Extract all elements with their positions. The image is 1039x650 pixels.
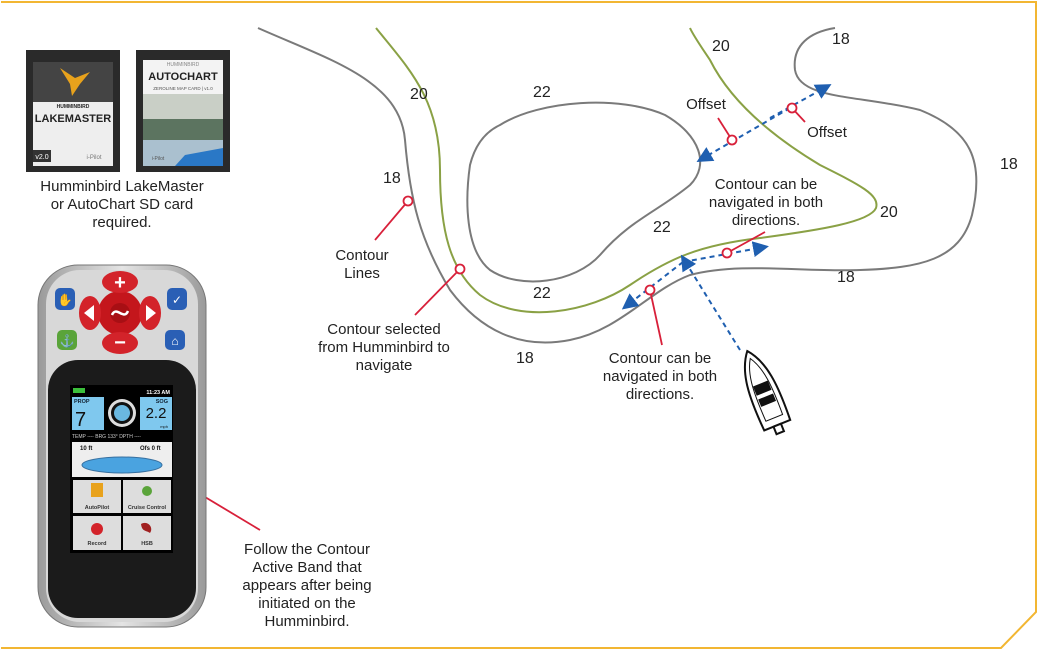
hsb-button[interactable] xyxy=(123,516,171,550)
arrow-offset-right xyxy=(769,84,832,119)
plus-button[interactable] xyxy=(102,271,138,293)
humminbird-remote: + − ✋ ✓ ⚓ ⌂ 11:23 AM PROP 7 SOG 2.2 mph … xyxy=(37,264,207,628)
autochart-logo: i-Pilot xyxy=(152,156,165,162)
prop-label: PROP xyxy=(74,399,90,405)
depth-readout: 10 ft xyxy=(80,446,92,452)
depth-label: 22 xyxy=(653,219,671,236)
right-arrow-icon xyxy=(146,305,156,321)
depth-label: 22 xyxy=(533,84,551,101)
anchor-button[interactable] xyxy=(57,330,77,350)
autochart-subtitle: ZEROLINE MAP CARD | v1.0 xyxy=(153,86,213,91)
contour-line-18-outer xyxy=(257,27,978,344)
callout-offset-2: Offset xyxy=(807,124,848,141)
center-logo-icon xyxy=(110,310,130,316)
cruise-control-button[interactable] xyxy=(123,480,171,513)
check-button[interactable] xyxy=(167,288,187,310)
sog-value: 2.2 xyxy=(146,405,167,422)
autochart-brand: HUMMINBIRD xyxy=(167,62,200,68)
lakemaster-brand: HUMMINBIRD xyxy=(57,104,90,110)
depth-label: 18 xyxy=(516,350,534,367)
contour-line-20-selected xyxy=(375,27,878,314)
sog-label: SOG xyxy=(156,399,168,405)
arrow-boat-approach xyxy=(680,254,741,351)
info-bar: TEMP ---- BRG 133° DPTH ---- xyxy=(72,434,141,440)
boat-icon xyxy=(743,349,792,436)
arrow-direction-right xyxy=(682,241,769,263)
hand-icon: ✋ xyxy=(58,293,73,307)
lakemaster-version: v2.0 xyxy=(35,154,48,161)
depth-label: 22 xyxy=(533,285,551,302)
hand-button[interactable] xyxy=(55,288,75,310)
prop-value: 7 xyxy=(75,409,86,431)
minus-button[interactable] xyxy=(102,332,138,354)
depth-label: 20 xyxy=(880,204,898,221)
check-icon: ✓ xyxy=(172,293,182,307)
arrow-direction-left xyxy=(621,261,684,310)
lakemaster-name: LAKEMASTER xyxy=(35,113,111,125)
record-label: Record xyxy=(88,541,107,547)
minus-icon: − xyxy=(114,332,126,354)
callout-offset-1: Offset xyxy=(686,96,727,113)
anchor-icon: ⚓ xyxy=(60,334,75,348)
depth-label: 18 xyxy=(383,170,401,187)
offset-readout: Ofs 0 ft xyxy=(140,446,161,452)
plus-icon: + xyxy=(114,272,126,294)
autochart-name: AUTOCHART xyxy=(148,71,218,83)
autochart-sd-card: HUMMINBIRD AUTOCHART ZEROLINE MAP CARD |… xyxy=(136,50,230,172)
hsb-label: HSB xyxy=(141,541,153,547)
depth-label: 18 xyxy=(837,269,855,286)
lakemaster-sd-card: HUMMINBIRD LAKEMASTER v2.0 i-Pilot xyxy=(26,50,120,172)
remote-button-grid: AutoPilot Cruise Control Record HSB xyxy=(73,480,171,550)
arrow-offset-left xyxy=(696,107,791,163)
autopilot-label: AutoPilot xyxy=(85,505,110,511)
status-time: 11:23 AM xyxy=(146,390,170,396)
left-arrow-icon xyxy=(84,305,94,321)
home-button[interactable] xyxy=(165,330,185,350)
contour-line-22-loop xyxy=(466,101,702,283)
callouts xyxy=(155,102,806,531)
battery-icon xyxy=(73,388,85,393)
depth-label: 20 xyxy=(410,86,428,103)
depth-label: 18 xyxy=(832,31,850,48)
sog-unit: mph xyxy=(160,424,168,429)
depth-label: 20 xyxy=(712,38,730,55)
home-icon: ⌂ xyxy=(171,334,178,348)
direction-arrows xyxy=(621,84,832,351)
depth-label: 18 xyxy=(1000,156,1018,173)
hummingbird-logo xyxy=(60,68,90,96)
cruise-control-label: Cruise Control xyxy=(128,505,167,511)
lakemaster-logo: i-Pilot xyxy=(86,155,101,161)
